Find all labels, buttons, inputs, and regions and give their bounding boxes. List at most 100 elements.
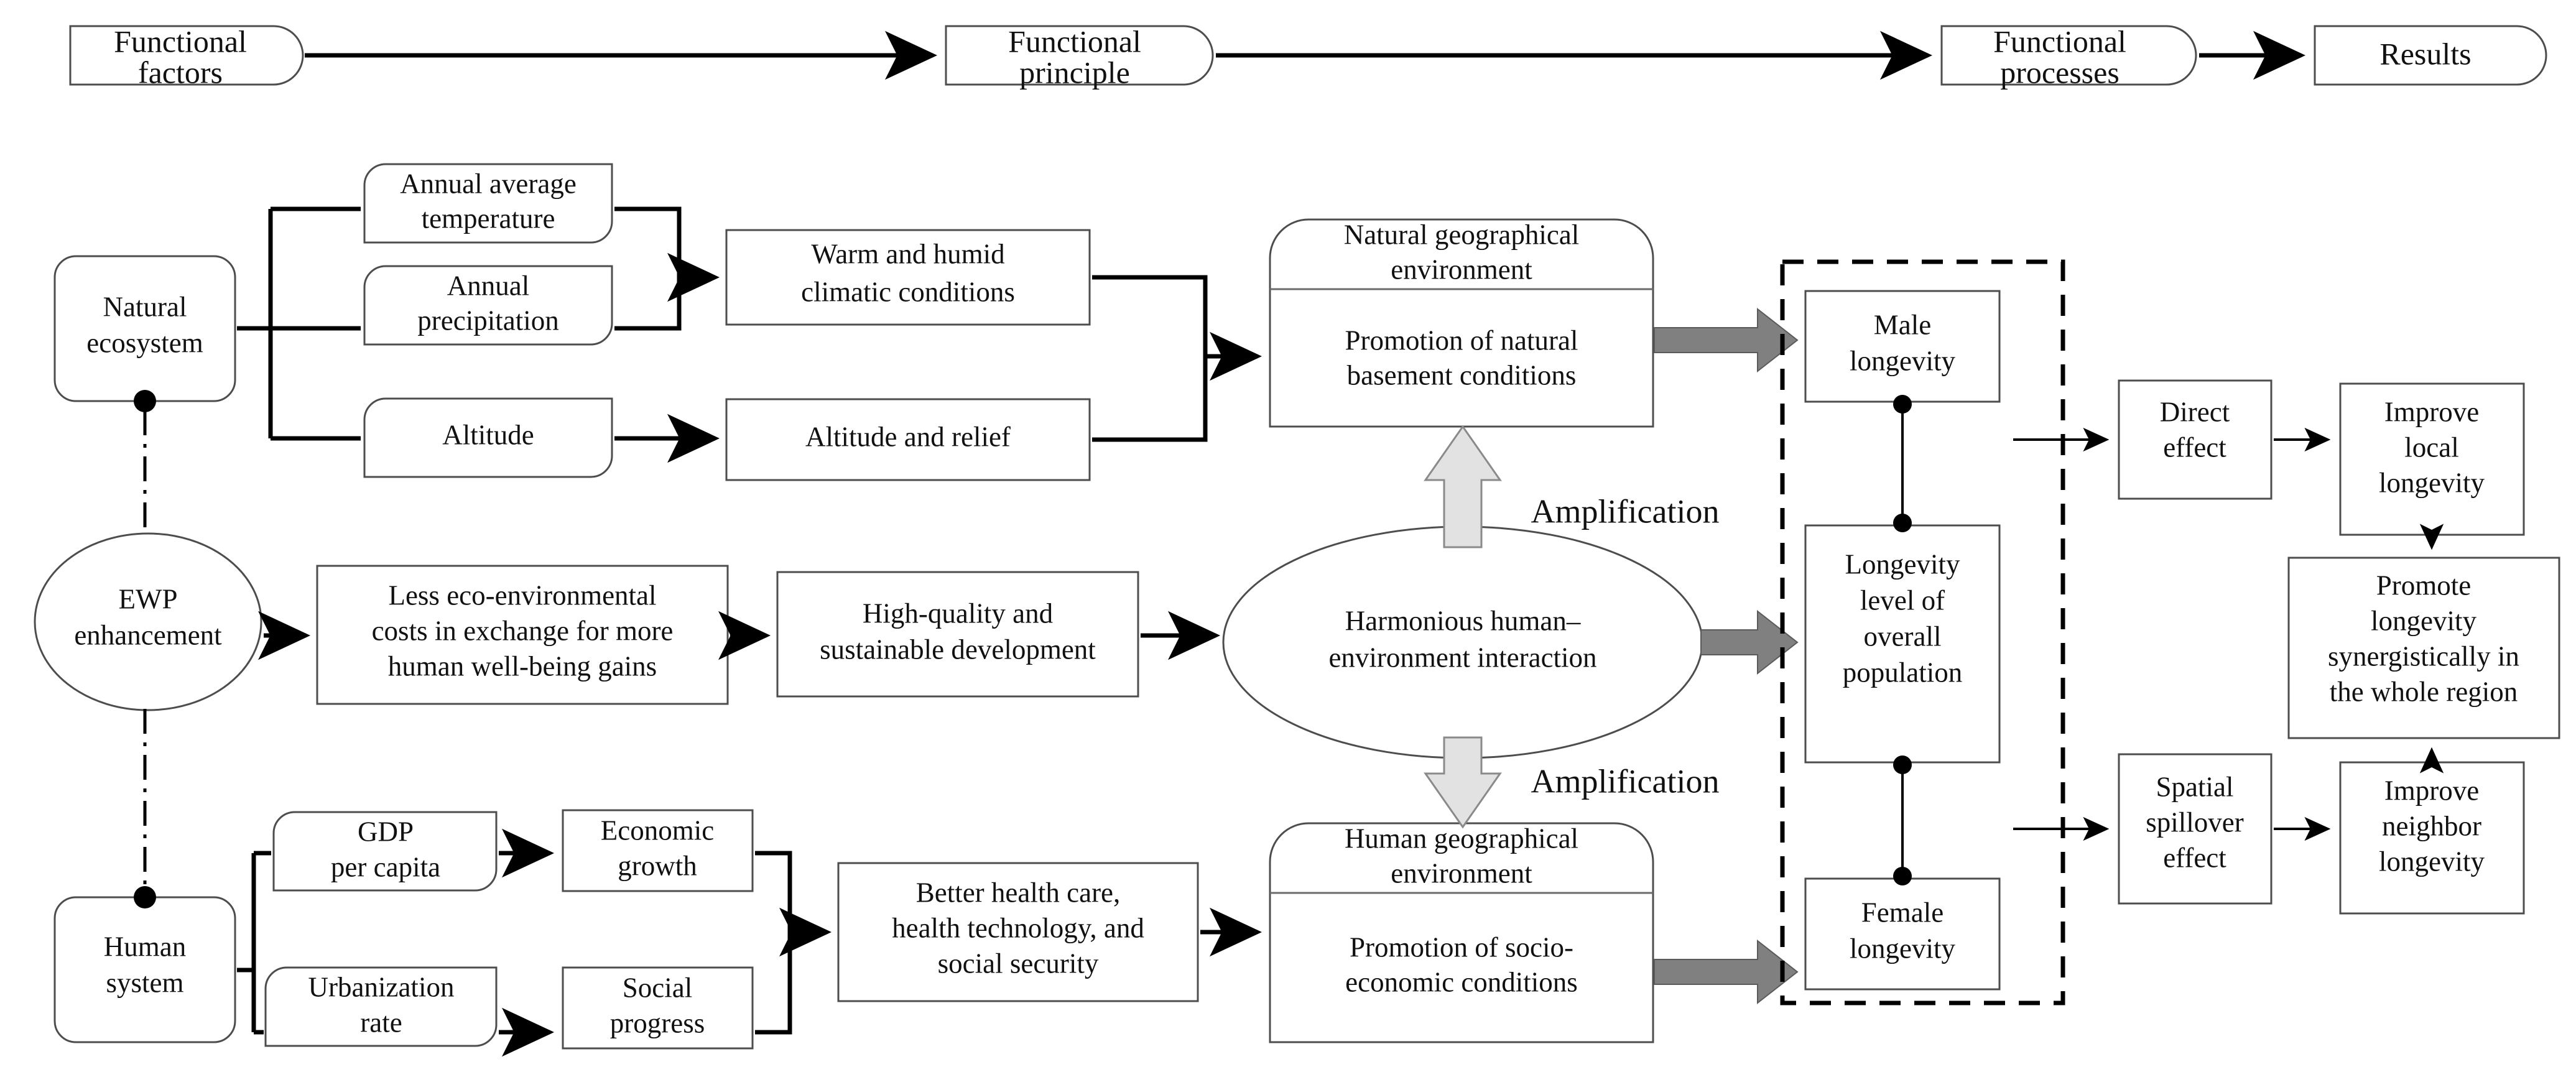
node-human-geographical-environment[interactable]: Human geographical environment Promotion… [1269,822,1654,1043]
node-spatial-spillover-effect[interactable]: Spatial spillover effect [2118,753,2273,905]
human-geo-env-header-line1: Human geographical [1345,823,1578,854]
node-promote-longevity-whole-region[interactable]: Promote longevity synergistically in the… [2287,557,2560,739]
human-system-line2: system [106,967,183,998]
header-functional-processes-line2: processes [2000,55,2120,90]
high-quality-line1: High-quality and [863,598,1053,629]
node-male-longevity[interactable]: Male longevity [1804,290,2001,403]
node-natural-ecosystem[interactable]: Natural ecosystem [53,255,236,402]
ewp-line1: EWP [119,583,178,614]
improve-local-line2: local [2404,432,2458,463]
dot-female-top [1893,867,1912,885]
human-system-line1: Human [104,931,186,962]
spatial-spillover-line1: Spatial [2156,771,2234,802]
dot-male-bottom [1893,395,1912,414]
amplification-upper-label: Amplification [1531,492,1720,530]
less-eco-line2: costs in exchange for more [372,615,674,646]
node-warm-humid-climatic-conditions[interactable]: Warm and humid climatic conditions [725,229,1091,326]
improve-local-line1: Improve [2384,396,2479,427]
direct-effect-line1: Direct [2160,396,2230,427]
node-improve-local-longevity[interactable]: Improve local longevity [2339,382,2525,536]
high-quality-line2: sustainable development [820,634,1096,665]
node-altitude-and-relief[interactable]: Altitude and relief [725,398,1091,481]
conditions-merge [1092,275,1208,442]
promote-longevity-line4: the whole region [2330,676,2518,707]
longevity-group: Male longevity Longevity level of overal… [1780,259,2065,1005]
gray-arrow-harmonious [1700,609,1799,675]
natural-geo-env-body-line2: basement conditions [1347,359,1577,390]
dot-overall-bottom [1893,755,1912,774]
node-less-eco-environmental-costs[interactable]: Less eco-environmental costs in exchange… [316,565,729,705]
human-geo-env-body-line1: Promotion of socio- [1350,931,1573,963]
urbanization-line2: rate [360,1007,402,1038]
node-longevity-level-overall-population[interactable]: Longevity level of overall population [1804,524,2001,764]
annual-average-temperature-line1: Annual average [400,168,577,199]
gray-arrow-natural [1654,307,1799,373]
header-functional-factors-line2: factors [138,55,223,90]
node-annual-precipitation[interactable]: Annual precipitation [363,265,613,346]
node-female-longevity[interactable]: Female longevity [1804,877,2001,991]
promote-longevity-line3: synergistically in [2328,640,2519,672]
longevity-level-line2: level of [1860,585,1945,616]
female-longevity-line2: longevity [1850,933,1955,964]
header-functional-principle[interactable]: Functional principle [945,24,1214,90]
node-economic-growth[interactable]: Economic growth [562,809,754,892]
improve-neighbor-line3: longevity [2379,846,2485,877]
node-high-quality-sustainable-development[interactable]: High-quality and sustainable development [776,571,1139,698]
health-care-line3: social security [938,948,1099,979]
header-functional-processes[interactable]: Functional processes [1940,24,2197,90]
node-annual-average-temperature[interactable]: Annual average temperature [363,163,613,244]
node-better-health-care[interactable]: Better health care, health technology, a… [837,862,1199,1002]
male-longevity-line1: Male [1874,309,1931,340]
header-row: Functional factors Functional principle … [69,24,2547,90]
promote-longevity-line2: longevity [2371,605,2476,636]
node-natural-geographical-environment[interactable]: Natural geographical environment Promoti… [1269,218,1654,428]
spatial-spillover-line2: spillover [2146,806,2243,838]
spatial-spillover-line3: effect [2163,842,2226,873]
social-progress-line2: progress [610,1007,705,1038]
harmonious-line2: environment interaction [1328,642,1596,673]
longevity-dashed-border [1780,259,2065,1005]
natural-geo-env-body-line1: Promotion of natural [1345,325,1578,356]
effects-and-results: Direct effect Spatial spillover effect I… [2013,379,2560,915]
node-social-progress[interactable]: Social progress [562,966,754,1050]
node-harmonious-human-environment-interaction[interactable]: Harmonious human– environment interactio… [1222,525,1703,759]
human-geo-env-header-line2: environment [1391,857,1532,889]
gray-arrow-human [1654,939,1799,1005]
header-functional-principle-line2: principle [1019,55,1130,90]
ewp-line2: enhancement [74,619,222,650]
longevity-level-line4: population [1843,657,1962,688]
improve-local-line3: longevity [2379,467,2485,498]
node-ewp-enhancement[interactable]: EWP enhancement [34,532,262,711]
urbanization-line1: Urbanization [308,971,455,1002]
improve-neighbor-line2: neighbor [2382,810,2481,841]
natural-geo-env-header-line2: environment [1391,254,1532,285]
header-results-line1: Results [2379,36,2471,71]
node-direct-effect[interactable]: Direct effect [2118,379,2273,500]
amplification-lower: Amplification [1424,736,1719,829]
gdp-line1: GDP [358,816,414,847]
node-altitude[interactable]: Altitude [363,397,613,478]
annual-average-temperature-line2: temperature [422,203,555,234]
health-care-line2: health technology, and [892,912,1144,943]
outcomes-merge [755,851,792,1035]
annual-precipitation-line1: Annual [447,270,529,301]
temp-precip-merge [614,206,682,331]
human-geo-env-body-line2: economic conditions [1345,966,1578,997]
social-progress-line1: Social [623,972,692,1003]
direct-effect-line2: effect [2163,432,2226,463]
header-results[interactable]: Results [2314,25,2547,86]
altitude-relief-line1: Altitude and relief [805,421,1011,452]
natural-ecosystem-anchor-dot [134,390,156,412]
annual-precipitation-line2: precipitation [417,305,558,336]
node-improve-neighbor-longevity[interactable]: Improve neighbor longevity [2339,761,2525,915]
amplification-upper: Amplification [1424,425,1720,548]
node-urbanization-rate[interactable]: Urbanization rate [264,966,498,1047]
health-care-line1: Better health care, [916,877,1121,908]
header-functional-factors[interactable]: Functional factors [69,24,304,90]
gdp-line2: per capita [331,851,440,882]
node-human-system[interactable]: Human system [53,896,236,1043]
node-gdp-per-capita[interactable]: GDP per capita [272,811,498,892]
less-eco-line1: Less eco-environmental [388,580,656,611]
